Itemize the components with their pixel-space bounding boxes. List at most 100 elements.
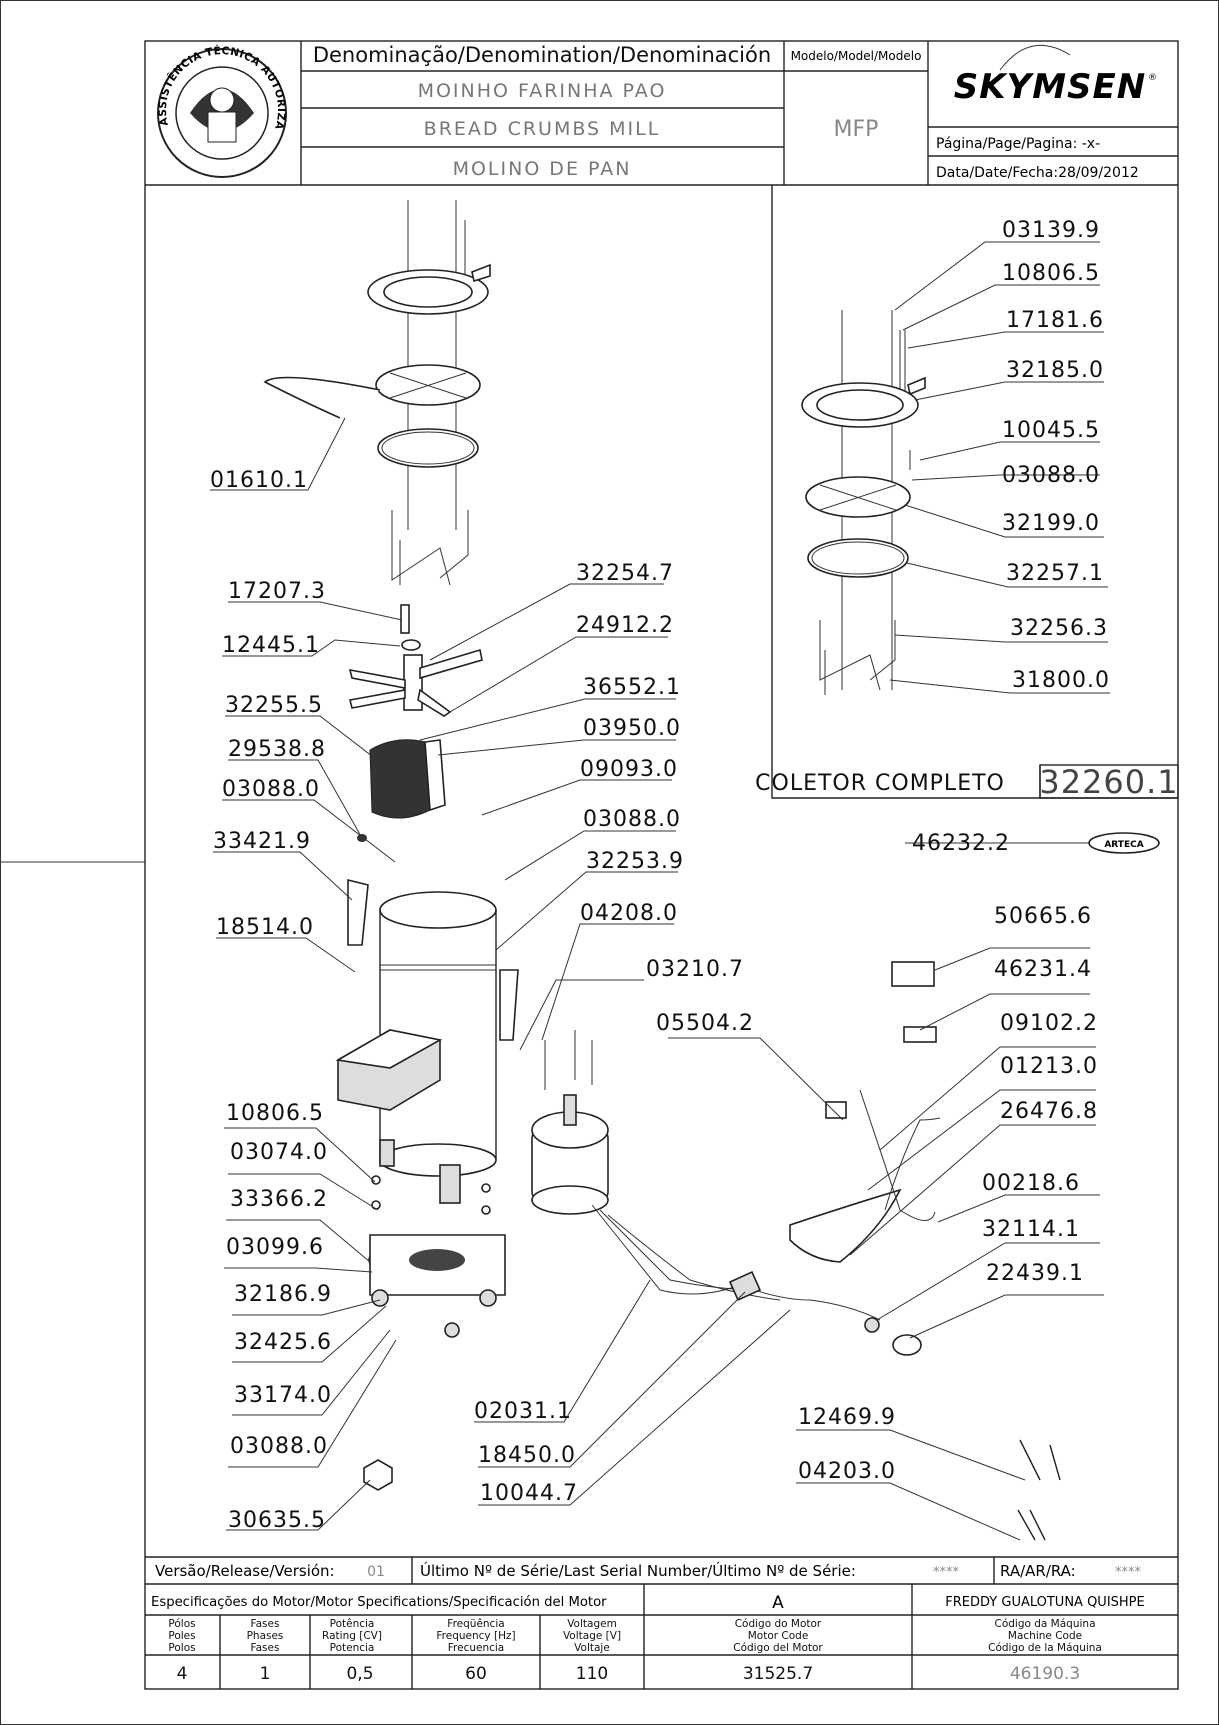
col-volt-es: Voltaje — [574, 1642, 610, 1654]
collector-title: COLETOR COMPLETO — [755, 771, 1005, 796]
brand-swoosh-icon — [999, 44, 1071, 71]
warning-label-icon — [891, 961, 935, 987]
label-10806: 10806.5 — [226, 1101, 324, 1126]
power-value: 0,5 — [346, 1664, 373, 1684]
label-26476: 26476.8 — [1000, 1099, 1098, 1124]
release-label: Versão/Release/Versión: — [155, 1562, 335, 1580]
label-33421: 33421.9 — [213, 829, 311, 854]
collector-inset: COLETOR COMPLETO 32260.1 — [755, 185, 1179, 801]
label-30635: 30635.5 — [228, 1508, 326, 1533]
col-poles-en: Poles — [168, 1630, 195, 1642]
main-leader-lines — [210, 417, 1104, 1541]
label-33174: 33174.0 — [234, 1383, 332, 1408]
name-spanish: MOLINO DE PAN — [453, 158, 632, 180]
phases-value: 1 — [260, 1664, 271, 1684]
ra-value: **** — [1115, 1565, 1142, 1580]
label-10044: 10044.7 — [480, 1481, 578, 1506]
label-04208: 04208.0 — [580, 901, 678, 926]
label-46232: 46232.2 — [912, 831, 1010, 856]
collector-label-1: 03139.9 — [1002, 218, 1100, 243]
label-22439: 22439.1 — [986, 1261, 1084, 1286]
collector-label-2: 10806.5 — [1002, 261, 1100, 286]
name-english: BREAD CRUMBS MILL — [424, 118, 661, 140]
collector-assembly-drawing — [801, 310, 926, 695]
label-18450: 18450.0 — [478, 1443, 576, 1468]
label-12469: 12469.9 — [798, 1405, 896, 1430]
revision-letter: A — [772, 1593, 784, 1613]
col-power-en: Rating [CV] — [322, 1630, 382, 1642]
col-machine-code-pt: Código da Máquina — [994, 1618, 1095, 1630]
label-32114: 32114.1 — [982, 1217, 1080, 1242]
collector-label-10: 31800.0 — [1012, 668, 1110, 693]
voltage-value: 110 — [576, 1664, 608, 1684]
label-17207: 17207.3 — [228, 579, 326, 604]
label-04203: 04203.0 — [798, 1459, 896, 1484]
col-machine-code-es: Código de la Máquina — [988, 1642, 1102, 1654]
col-freq-es: Frecuencia — [448, 1642, 505, 1654]
author-name: FREDDY GUALOTUNA QUISHPE — [945, 1595, 1144, 1610]
label-24912: 24912.2 — [576, 613, 674, 638]
label-01610: 01610.1 — [210, 468, 308, 493]
label-46231: 46231.4 — [994, 957, 1092, 982]
ra-label: RA/AR/RA: — [1000, 1562, 1076, 1580]
serial-label: Último Nº de Série/Last Serial Number/Úl… — [420, 1561, 856, 1580]
col-motor-code-pt: Código do Motor — [735, 1618, 822, 1630]
label-32254: 32254.7 — [576, 561, 674, 586]
model-title: Modelo/Model/Modelo — [791, 49, 922, 63]
col-poles-es: Polos — [168, 1642, 195, 1654]
col-motor-code-es: Código del Motor — [733, 1642, 823, 1654]
collector-leader-lines — [889, 241, 1110, 694]
collector-code: 32260.1 — [1039, 763, 1178, 801]
drawing-date: Data/Date/Fecha:28/09/2012 — [936, 165, 1139, 181]
main-exploded-view: ARTECA — [263, 200, 1160, 1541]
col-machine-code-en: Machine Code — [1008, 1630, 1082, 1642]
denomination-title: Denominação/Denomination/Denominación — [313, 43, 771, 67]
name-portuguese: MOINHO FARINHA PAO — [418, 80, 667, 102]
label-03074: 03074.0 — [230, 1140, 328, 1165]
label-09102: 09102.2 — [1000, 1011, 1098, 1036]
poles-value: 4 — [177, 1664, 188, 1684]
belt-part — [263, 376, 381, 419]
collector-label-8: 32257.1 — [1006, 561, 1104, 586]
label-01213: 01213.0 — [1000, 1054, 1098, 1079]
label-03950: 03950.0 — [583, 716, 681, 741]
label-02031: 02031.1 — [474, 1399, 572, 1424]
title-block: Denominação/Denomination/Denominación MO… — [0, 0, 1178, 186]
label-03088-c: 03088.0 — [230, 1434, 328, 1459]
label-33366: 33366.2 — [230, 1187, 328, 1212]
collector-label-6: 03088.0 — [1002, 463, 1100, 488]
collector-label-3: 17181.6 — [1006, 308, 1104, 333]
label-32186: 32186.9 — [234, 1282, 332, 1307]
brand-logo: SKYMSEN — [954, 67, 1146, 107]
label-36552: 36552.1 — [583, 675, 681, 700]
motor-code-value: 31525.7 — [743, 1664, 813, 1684]
label-32253: 32253.9 — [586, 849, 684, 874]
release-value: 01 — [367, 1564, 385, 1580]
label-03088-a: 03088.0 — [222, 777, 320, 802]
nut-30635-icon — [363, 1459, 393, 1491]
label-03099: 03099.6 — [226, 1235, 324, 1260]
col-volt-pt: Voltagem — [567, 1618, 617, 1630]
collector-label-7: 32199.0 — [1002, 511, 1100, 536]
label-03088-b: 03088.0 — [583, 807, 681, 832]
label-32425: 32425.6 — [234, 1330, 332, 1355]
col-phases-pt: Fases — [251, 1618, 280, 1630]
drawing-frame — [144, 40, 1179, 1690]
col-motor-code-en: Motor Code — [748, 1630, 809, 1642]
page-number: Página/Page/Pagina: -x- — [936, 136, 1100, 152]
label-32255: 32255.5 — [225, 693, 323, 718]
collector-label-9: 32256.3 — [1010, 616, 1108, 641]
label-18514: 18514.0 — [216, 915, 314, 940]
col-volt-en: Voltage [V] — [563, 1630, 621, 1642]
model-value: MFP — [834, 117, 879, 142]
authorized-service-seal-icon: ASSISTÊNCIA TÉCNICA AUTORIZADA — [0, 0, 287, 178]
label-50665: 50665.6 — [994, 904, 1092, 929]
brand-registered-mark: ® — [1148, 73, 1157, 83]
collector-label-4: 32185.0 — [1006, 358, 1104, 383]
col-phases-en: Phases — [247, 1630, 284, 1642]
col-power-es: Potencia — [330, 1642, 375, 1654]
label-12445: 12445.1 — [222, 633, 320, 658]
label-00218: 00218.6 — [982, 1171, 1080, 1196]
arteca-badge-text: ARTECA — [1104, 840, 1143, 850]
